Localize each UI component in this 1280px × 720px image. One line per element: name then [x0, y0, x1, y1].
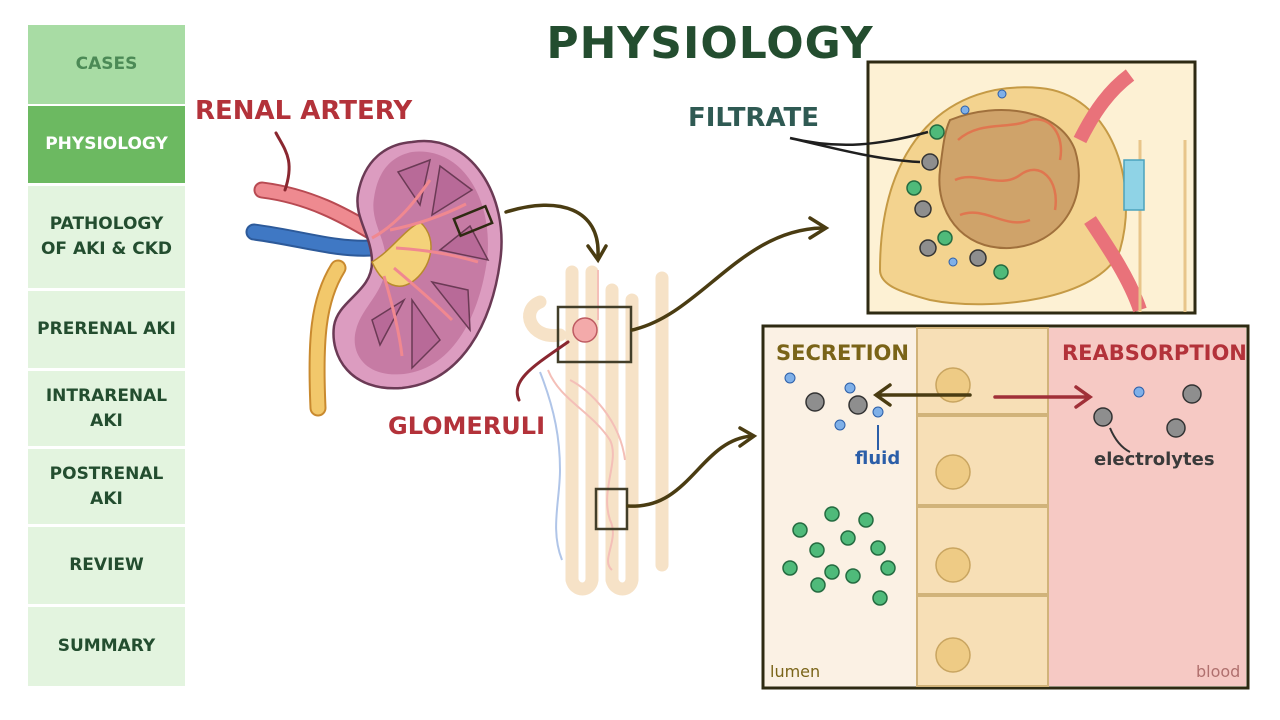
fluid-label: fluid [855, 448, 901, 469]
blood-label: blood [1196, 662, 1241, 681]
nav-item-intrarenal-aki[interactable]: INTRARENAL AKI [28, 371, 185, 446]
secretion-particles [784, 372, 884, 450]
kidney-illustration [245, 139, 503, 417]
nav-item-pathology-label: PATHOLOGY of AKI & CKD [40, 214, 173, 259]
electrolytes-label: electrolytes [1094, 449, 1215, 470]
glomeruli-label: GLOMERULI [388, 412, 546, 440]
secretion-label: SECRETION [776, 341, 909, 365]
filtrate-particles [906, 89, 1009, 280]
sidebar-nav: CASES PHYSIOLOGY PATHOLOGY of AKI & CKD … [28, 25, 185, 686]
nav-item-postrenal-aki[interactable]: POSTRENAL AKI [28, 449, 185, 524]
nephron-illustration [523, 265, 669, 596]
kidney-zoom-box [452, 204, 494, 238]
lumen-label: lumen [770, 662, 821, 681]
nav-item-cases[interactable]: CASES [28, 25, 185, 104]
nav-item-physiology[interactable]: PHYSIOLOGY [28, 106, 185, 183]
nav-item-review[interactable]: REVIEW [28, 527, 185, 604]
tubule-zoom-box [594, 487, 629, 531]
page-title: PHYSIOLOGY [546, 18, 874, 69]
reabsorption-particles [1093, 384, 1202, 453]
glomerulus-zoom-box [556, 305, 633, 364]
nav-item-summary[interactable]: SUMMARY [28, 607, 185, 686]
reabsorption-label: REABSORPTION [1062, 341, 1247, 365]
renal-artery-label: RENAL ARTERY [195, 96, 413, 126]
green-particles [782, 506, 896, 606]
tubule-cells [916, 327, 1049, 687]
zoom-arrows [274, 131, 830, 508]
nav-item-prerenal-aki[interactable]: PRERENAL AKI [28, 291, 185, 368]
nav-item-pathology[interactable]: PATHOLOGY of AKI & CKD [28, 186, 185, 288]
tubule-panel [761, 324, 1250, 690]
filtrate-label: FILTRATE [688, 103, 820, 133]
filtrate-panel [789, 60, 1197, 315]
